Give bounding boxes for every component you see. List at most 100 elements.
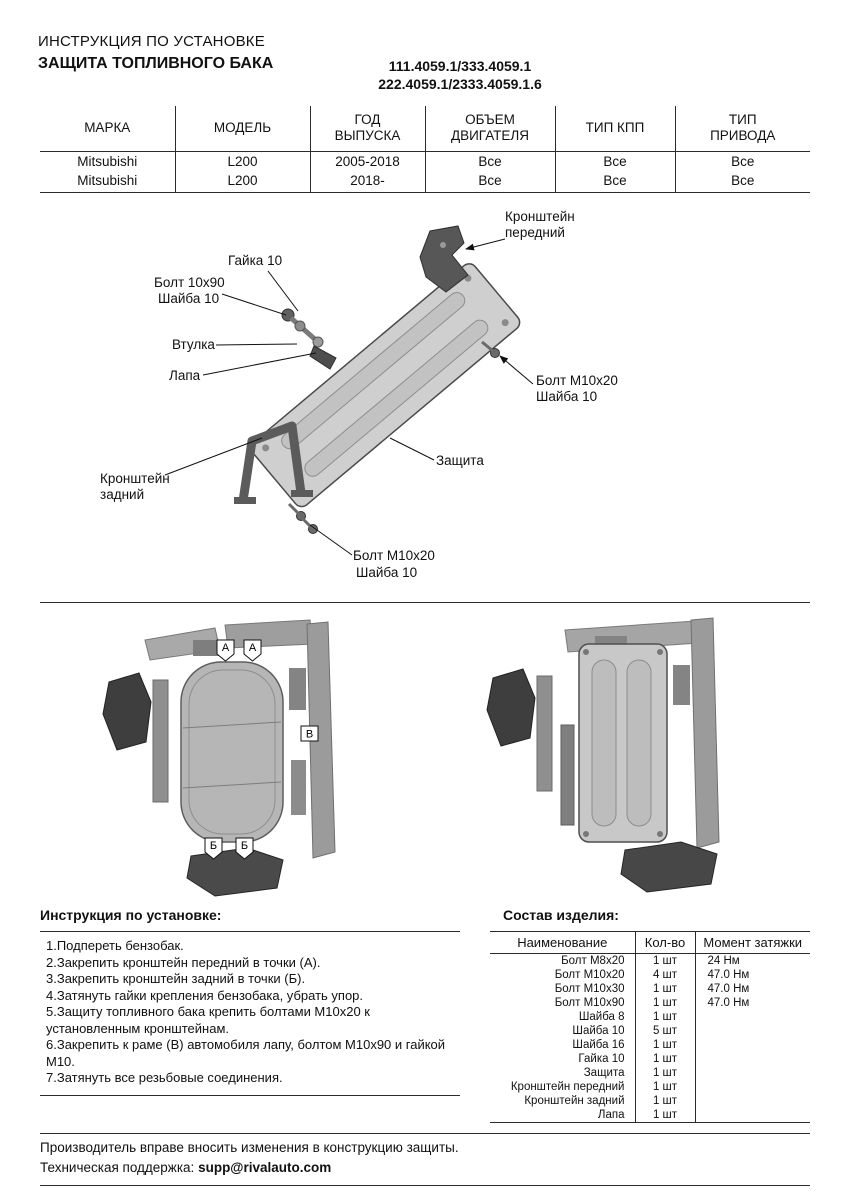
part-torque: 24 Нм [694, 953, 810, 968]
part-name: Лапа [490, 1108, 635, 1123]
svg-text:А: А [249, 642, 257, 654]
instruction-step: 3.Закрепить кронштейн задний в точки (Б)… [46, 971, 306, 986]
footer-support-label: Техническая поддержка: [40, 1160, 195, 1175]
instruction-step: 1.Подпереть бензобак. [46, 938, 184, 953]
vehicle-table-cell: Mitsubishi [77, 153, 138, 169]
header: ИНСТРУКЦИЯ ПО УСТАНОВКЕ ЗАЩИТА ТОПЛИВНОГ… [38, 33, 273, 73]
part-numbers: 111.4059.1/333.4059.1 222.4059.1/2333.40… [330, 57, 590, 93]
part-qty: 1 шт [634, 1038, 695, 1052]
marker-a: А [243, 639, 262, 662]
part-name: Болт М10х90 [554, 997, 625, 1009]
exploded-diagram-art [164, 225, 534, 556]
marker-b: Б [235, 837, 254, 860]
shield-plate [250, 263, 521, 508]
fuel-tank [180, 661, 284, 843]
vehicle-table-cell: Все [424, 170, 555, 193]
instruction-step: 6.Закрепить к раме (В) автомобиля лапу, … [46, 1037, 446, 1069]
underbody-view-stock: А А В Б Б [102, 619, 336, 897]
vehicle-table: МАРКА МОДЕЛЬ ГОД ВЫПУСКА ОБЪЕМ ДВИГАТЕЛЯ… [40, 106, 810, 193]
part-qty: 1 шт [634, 1066, 695, 1080]
part-name: Шайба 10 [572, 1025, 625, 1037]
diagram-label-washer-10-bottom: Шайба 10 [356, 565, 418, 580]
parts-table-row: Кронштейн передний 1 шт [490, 1080, 810, 1094]
vehicle-table-header: ГОД ВЫПУСКА [309, 106, 425, 152]
part-qty: 5 шт [634, 1024, 695, 1038]
footer-disclaimer: Производитель вправе вносить изменения в… [40, 1140, 459, 1155]
vehicle-table-cell: Все [674, 151, 810, 171]
doc-subtitle: ЗАЩИТА ТОПЛИВНОГО БАКА [38, 55, 274, 72]
support-email: supp@rivalauto.com [198, 1160, 332, 1175]
vehicle-table-cell: Все [424, 151, 555, 171]
parts-table-header-row: Наименование Кол-во Момент затяжки [490, 931, 810, 954]
part-name: Шайба 16 [572, 1039, 625, 1051]
parts-title: Состав изделия: [503, 907, 619, 923]
part-torque [694, 1024, 810, 1038]
part-qty: 1 шт [634, 982, 695, 996]
instruction-step: 5.Защиту топливного бака крепить болтами… [46, 1004, 370, 1036]
part-numbers-line2: 222.4059.1/2333.4059.1.6 [378, 76, 542, 92]
diagram-label-shield: Защита [436, 453, 484, 468]
footer-support: Техническая поддержка: supp@rivalauto.co… [40, 1160, 331, 1175]
part-name: Болт М10х30 [554, 983, 625, 995]
part-torque [694, 1094, 810, 1108]
front-bracket [419, 225, 469, 293]
svg-text:В: В [306, 729, 313, 741]
svg-text:Б: Б [210, 840, 217, 852]
part-torque [694, 1108, 810, 1123]
svg-text:А: А [222, 642, 230, 654]
part-torque [694, 1010, 810, 1024]
leader-lines [164, 238, 534, 556]
part-torque [694, 1052, 810, 1066]
doc-title: ИНСТРУКЦИЯ ПО УСТАНОВКЕ [38, 33, 265, 50]
vehicle-table-row: Mitsubishi L200 2018- Все Все Все [40, 170, 810, 193]
divider-line [40, 1185, 810, 1186]
part-qty: 1 шт [634, 1108, 695, 1123]
instructions-title: Инструкция по установке: [40, 907, 222, 923]
vehicle-table-header: ОБЪЕМ ДВИГАТЕЛЯ [424, 106, 555, 152]
vehicle-table-header-row: МАРКА МОДЕЛЬ ГОД ВЫПУСКА ОБЪЕМ ДВИГАТЕЛЯ… [40, 106, 810, 152]
part-name: Кронштейн задний [524, 1095, 625, 1107]
vehicle-table-row: Mitsubishi L200 2005-2018 Все Все Все [40, 151, 810, 171]
vehicle-table-header: ТИП КПП [554, 106, 675, 152]
diagram-label-bushing: Втулка [172, 337, 215, 352]
diagram-label-rear-bracket: Кронштейн задний [100, 471, 170, 502]
part-torque [694, 1080, 810, 1094]
instruction-step: 7.Затянуть все резьбовые соединения. [46, 1070, 283, 1085]
side-bolt [481, 340, 500, 358]
svg-text:Б: Б [241, 840, 248, 852]
vehicle-table-cell: Все [554, 151, 675, 171]
diagram-label-bolt-10x90: Болт 10х90 [154, 275, 225, 290]
part-name: Шайба 8 [578, 1011, 625, 1023]
part-name: Кронштейн передний [510, 1081, 625, 1093]
part-qty: 1 шт [634, 1080, 695, 1094]
part-name: Болт М8х20 [561, 955, 625, 967]
instruction-step: 4.Затянуть гайки крепления бензобака, уб… [46, 987, 364, 1003]
exploded-diagram: Кронштейн передний Гайка 10 Болт 10х90 Ш… [0, 195, 849, 602]
parts-table-row: Шайба 16 1 шт [490, 1038, 810, 1052]
divider-line [40, 602, 810, 603]
diagram-label-paw: Лапа [169, 368, 201, 383]
vehicle-table-cell: 2018- [309, 170, 425, 193]
vehicle-table-cell: Все [674, 170, 810, 193]
vehicle-table-header: МАРКА [40, 106, 175, 152]
divider-line [40, 1133, 810, 1134]
part-torque [694, 1066, 810, 1080]
diagram-label-washer-10-left: Шайба 10 [158, 291, 220, 306]
part-torque: 47.0 Нм [694, 968, 810, 982]
diagram-label-bolt-m10x20-right: Болт М10х20 [536, 373, 618, 388]
instructions-list: 1.Подпереть бензобак. 2.Закрепить кроншт… [40, 931, 460, 1096]
parts-table-header: Кол-во [634, 931, 695, 954]
parts-table-header: Наименование [490, 931, 635, 954]
part-torque [694, 1038, 810, 1052]
marker-b: Б [204, 837, 223, 860]
